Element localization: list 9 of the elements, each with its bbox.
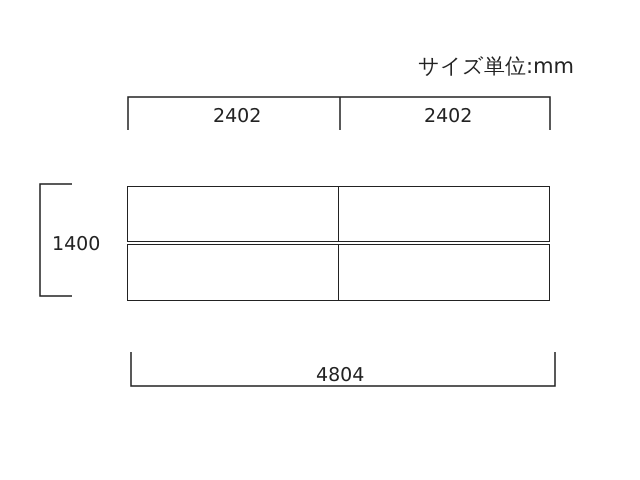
panel-rectangle (127, 244, 339, 301)
panel-rectangle (338, 244, 550, 301)
dimension-label: 4804 (316, 366, 364, 385)
unit-note: サイズ単位:mm (418, 56, 574, 77)
panel-rectangle (127, 186, 339, 242)
panel-rectangle (338, 186, 550, 242)
dimension-label: 2402 (424, 107, 472, 126)
dimension-label: 2402 (213, 107, 262, 126)
dimension-label: 1400 (52, 235, 100, 254)
